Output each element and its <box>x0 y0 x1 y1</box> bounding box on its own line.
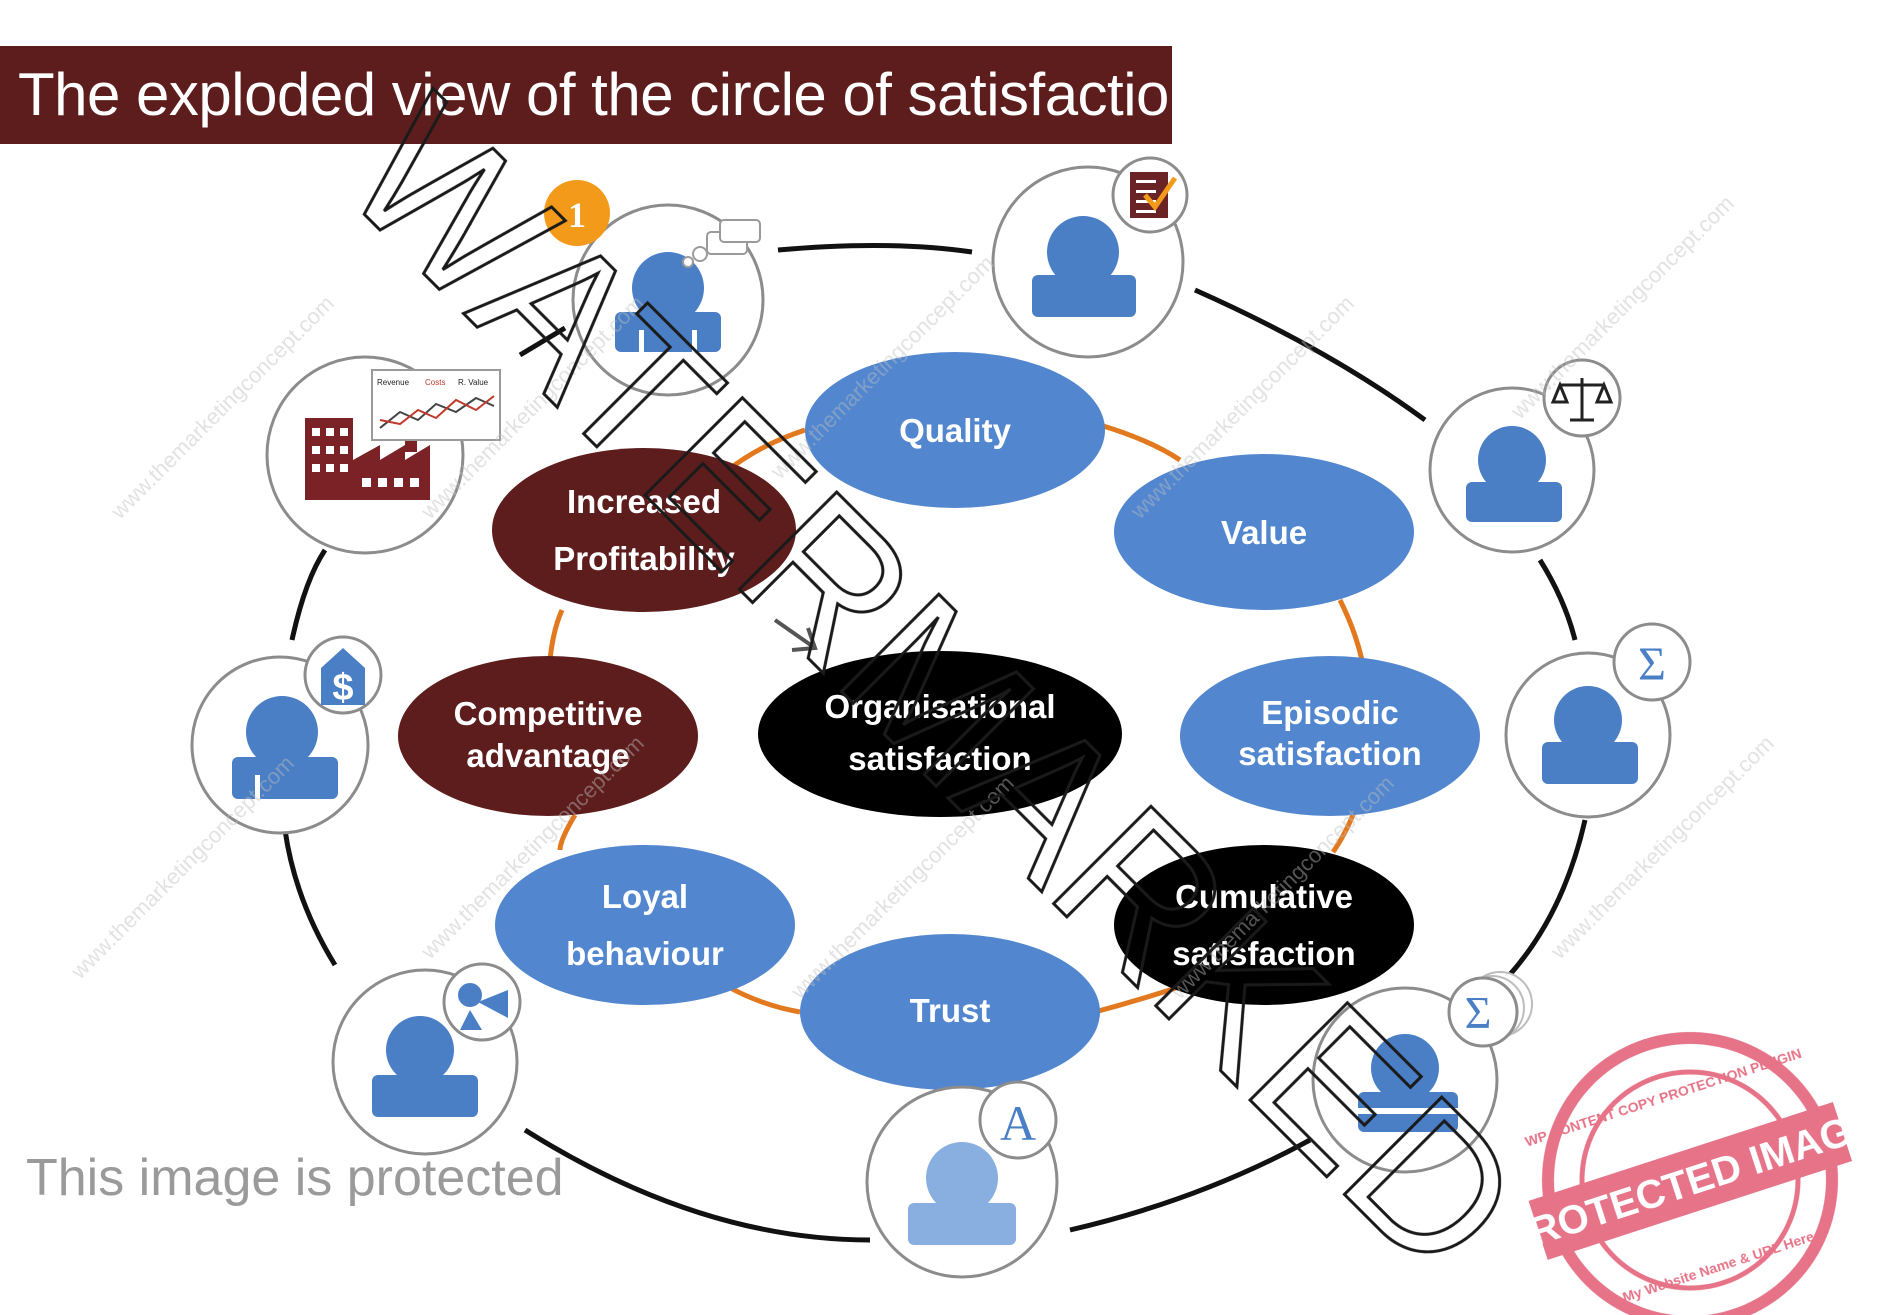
checklist-icon <box>1130 172 1178 218</box>
person-icon-dollar: $ <box>190 635 383 835</box>
outer-ring-arc <box>282 829 338 967</box>
node-label-line: satisfaction <box>848 740 1031 777</box>
node-quality: Quality <box>805 352 1105 508</box>
node-label-line: advantage <box>466 737 629 774</box>
person-icon-megaphone <box>331 962 522 1156</box>
megaphone-icon <box>458 983 508 1030</box>
node-value: Value <box>1114 454 1414 610</box>
node-label-line: Cumulative <box>1175 878 1353 915</box>
outer-ring-arc <box>777 242 973 255</box>
node-label-line: Competitive <box>454 695 643 732</box>
person-icon-thinking <box>571 203 765 397</box>
outer-ring-arc <box>289 548 328 641</box>
node-label-line: satisfaction <box>1238 735 1421 772</box>
repeat-watermark: www.themarketingconcept.com <box>1505 191 1739 425</box>
page-title: The exploded view of the circle of satis… <box>18 61 1202 128</box>
node-episodic-satisfaction: Episodic satisfaction <box>1180 656 1480 816</box>
node-label-line: Episodic <box>1261 694 1399 731</box>
stamp-bottom-text: My Website Name & URL Here <box>1620 1228 1816 1305</box>
outer-ring-arc <box>518 325 567 358</box>
node-label-line: Increased <box>567 483 721 520</box>
outer-ring-arc <box>1488 819 1588 997</box>
node-label-line: satisfaction <box>1172 935 1355 972</box>
outer-ring-arc <box>1537 558 1578 641</box>
chart-label-costs: Costs <box>425 378 445 387</box>
node-label: Quality <box>899 412 1012 449</box>
dollar-icon: $ <box>332 667 353 709</box>
node-organisational-satisfaction: Organisational satisfaction <box>758 651 1122 817</box>
inner-ring-arc <box>1099 422 1182 463</box>
price-tag-icon <box>321 648 365 705</box>
node-label-line: Profitability <box>553 540 735 577</box>
node-cumulative-satisfaction: Cumulative satisfaction <box>1114 845 1414 1005</box>
node-label-line: behaviour <box>566 935 724 972</box>
node-label-line: Organisational <box>824 688 1055 725</box>
person-icon-checklist <box>991 156 1189 359</box>
outer-ring-arc <box>1069 1137 1312 1233</box>
node-trust: Trust <box>800 934 1100 1090</box>
chart-label-revenue: Revenue <box>377 378 410 387</box>
inner-ring-arc <box>547 608 565 661</box>
node-label: Trust <box>910 992 991 1029</box>
step-badge: 1 <box>544 180 610 246</box>
node-loyal-behaviour: Loyal behaviour <box>495 845 795 1005</box>
step-badge-number: 1 <box>568 195 586 235</box>
revenue-chart-icon: Revenue Costs R. Value <box>371 369 501 441</box>
person-icon-sigma: Σ <box>1504 622 1692 819</box>
node-label: Value <box>1221 514 1307 551</box>
person-icon-scales <box>1428 358 1622 554</box>
scales-icon <box>1550 378 1614 422</box>
inner-ring-arc <box>1337 598 1365 661</box>
node-competitive-advantage: Competitive advantage <box>398 656 698 816</box>
repeat-watermark: www.themarketingconcept.com <box>65 751 299 985</box>
inner-ring-arc <box>557 813 578 851</box>
person-icon-letter: A <box>865 1080 1059 1279</box>
title-bar: The exploded view of the circle of satis… <box>0 46 1202 144</box>
arrow-icon <box>773 618 818 652</box>
factory-chart-icon: Revenue Costs R. Value <box>265 355 501 555</box>
node-label-line: Loyal <box>602 878 688 915</box>
person-icon-stacked-sigma: Σ <box>1311 971 1533 1174</box>
protected-note: This image is protected <box>26 1149 564 1207</box>
chart-label-value: R. Value <box>458 378 489 387</box>
outer-ring-arc <box>1193 287 1427 423</box>
sigma-icon: Σ <box>1638 638 1666 691</box>
outer-ring-arc <box>523 1127 871 1243</box>
node-increased-profitability: Increased Profitability <box>492 448 796 612</box>
letter-a-icon: A <box>1000 1095 1036 1151</box>
sigma-icon: Σ <box>1465 987 1492 1038</box>
thought-bubble-icon <box>682 219 761 268</box>
